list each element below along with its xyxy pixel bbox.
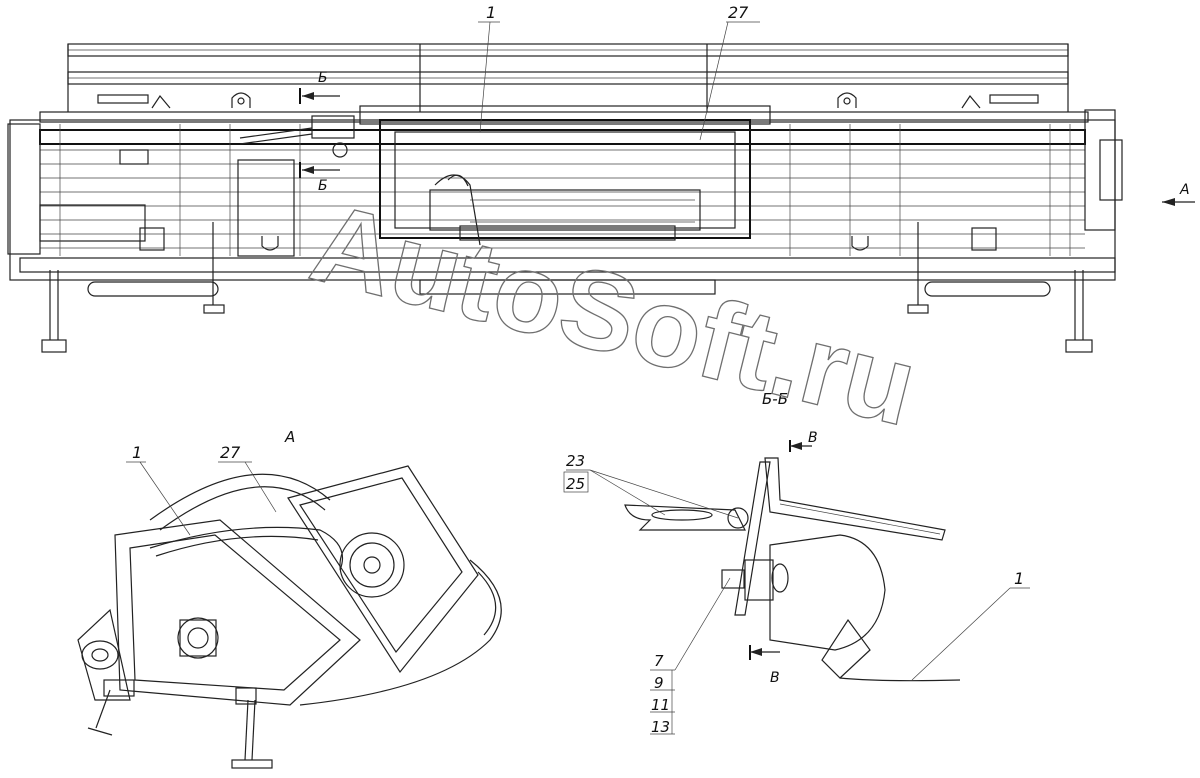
callout-13-label: 13	[651, 718, 670, 736]
callout-1-view-a-label: 1	[132, 443, 142, 462]
callout-23-label: 23	[566, 452, 585, 470]
callout-11-label: 11	[651, 696, 670, 714]
header-front-view	[7, 43, 1123, 353]
callout-25-label: 25	[566, 475, 585, 493]
section-bb-title: Б-Б	[762, 390, 788, 408]
callout-27-main: 27	[699, 3, 760, 141]
callout-27-main-label: 27	[728, 3, 749, 22]
callout-1-section-label: 1	[1014, 569, 1024, 588]
callout-1-main: 1	[478, 3, 500, 133]
section-mark-b-top-label: Б	[318, 70, 328, 86]
view-mark-a-arrow: А	[1162, 182, 1195, 206]
callout-9-label: 9	[654, 674, 664, 692]
callout-23-25: 23 25	[563, 452, 739, 519]
view-mark-v-top: В	[808, 430, 818, 446]
view-a-title: А	[284, 428, 295, 446]
section-mark-b-bottom-label: Б	[318, 178, 328, 194]
view-a-side-view: А	[77, 428, 502, 769]
section-mark-b-top: Б	[299, 70, 340, 104]
callout-1-main-label: 1	[486, 3, 496, 22]
view-mark-v-bottom: В	[770, 670, 780, 686]
callout-7-9-11-13: 7 9 11 13	[650, 577, 731, 736]
callout-1-view-a: 1	[126, 443, 191, 536]
view-mark-a-label: А	[1179, 182, 1190, 198]
section-mark-b-bottom: Б	[299, 162, 340, 194]
callout-7-label: 7	[654, 652, 664, 670]
callout-1-section: 1	[911, 569, 1030, 681]
callout-27-view-a-label: 27	[220, 443, 241, 462]
section-bb-detail: Б-Б	[624, 390, 961, 682]
callout-27-view-a: 27	[218, 443, 277, 513]
